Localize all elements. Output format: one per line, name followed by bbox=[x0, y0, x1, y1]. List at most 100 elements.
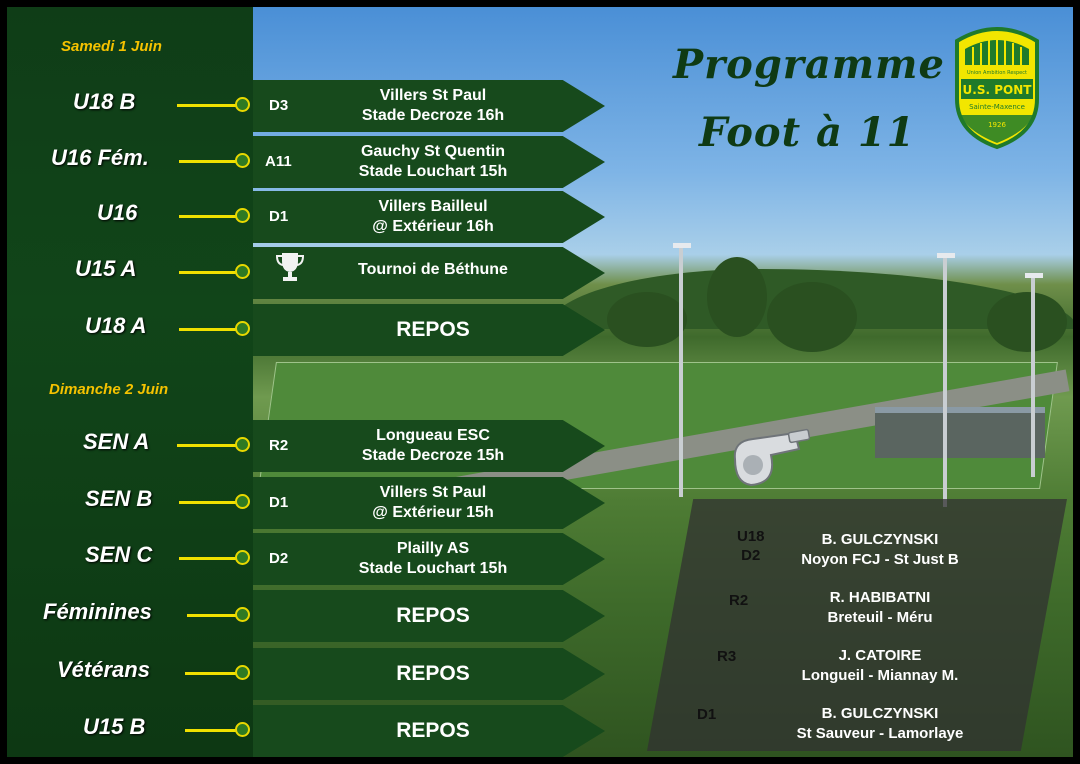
connector-line bbox=[177, 104, 239, 107]
division-label: R2 bbox=[269, 437, 289, 454]
division-label: D3 bbox=[269, 97, 289, 114]
background-tree bbox=[767, 282, 857, 352]
floodlight-pole bbox=[679, 247, 683, 497]
floodlight-head bbox=[937, 253, 955, 258]
connector-line bbox=[179, 160, 239, 163]
match-line-1: Tournoi de Béthune bbox=[358, 261, 508, 278]
referee-division: U18 D2 bbox=[737, 528, 765, 564]
floodlight-head bbox=[673, 243, 691, 248]
referee-match: Breteuil - Méru bbox=[827, 609, 933, 626]
match-banner bbox=[253, 477, 605, 529]
team-name: U18 A bbox=[85, 313, 147, 338]
connector-dot bbox=[235, 550, 250, 565]
rest-label: REPOS bbox=[396, 318, 470, 341]
match-banner bbox=[253, 247, 605, 299]
referee-name: J. CATOIRE bbox=[838, 647, 922, 664]
rest-label: REPOS bbox=[396, 662, 470, 685]
match-banner bbox=[253, 705, 605, 757]
match-line-1: Plailly AS bbox=[396, 540, 470, 557]
title-line-1: Programme bbox=[673, 41, 945, 88]
referee-match: Noyon FCJ - St Just B bbox=[801, 551, 959, 568]
connector-line bbox=[177, 444, 239, 447]
referee-match: Longueil - Miannay M. bbox=[801, 667, 959, 684]
day-header-sunday: Dimanche 2 Juin bbox=[49, 381, 169, 398]
match-banner bbox=[253, 136, 605, 188]
floodlight-pole bbox=[943, 257, 947, 507]
match-line-2: @ Extérieur 15h bbox=[372, 504, 494, 521]
connector-line bbox=[187, 614, 239, 617]
connector-line bbox=[179, 271, 239, 274]
team-name: U16 bbox=[97, 200, 138, 225]
connector-dot bbox=[235, 208, 250, 223]
division-label: D1 bbox=[269, 208, 289, 225]
background-tree bbox=[987, 292, 1067, 352]
division-label: D1 bbox=[269, 494, 289, 511]
team-name: SEN A bbox=[83, 429, 150, 454]
match-line-2: Stade Decroze 16h bbox=[361, 107, 505, 124]
team-name: Vétérans bbox=[57, 657, 150, 682]
svg-text:U.S. PONT: U.S. PONT bbox=[963, 83, 1033, 97]
schedule-panel bbox=[7, 7, 253, 757]
match-line-2: @ Extérieur 16h bbox=[372, 218, 494, 235]
team-name: U16 Fém. bbox=[51, 145, 149, 170]
division-label: D2 bbox=[269, 550, 289, 567]
connector-line bbox=[179, 215, 239, 218]
connector-dot bbox=[235, 607, 250, 622]
match-line-1: Villers St Paul bbox=[379, 87, 487, 104]
rest-label: REPOS bbox=[396, 604, 470, 627]
connector-dot bbox=[235, 494, 250, 509]
match-banner bbox=[253, 304, 605, 356]
connector-dot bbox=[235, 153, 250, 168]
team-name: U15 A bbox=[75, 256, 137, 281]
title-line-2: Foot à 11 bbox=[699, 109, 916, 156]
division-label: A11 bbox=[265, 153, 292, 170]
connector-line bbox=[185, 729, 239, 732]
floodlight-pole bbox=[1031, 277, 1035, 477]
referee-name: R. HABIBATNI bbox=[829, 589, 931, 606]
match-line-2: Stade Decroze 15h bbox=[361, 447, 505, 464]
trophy-icon bbox=[275, 253, 305, 281]
connector-dot bbox=[235, 665, 250, 680]
referee-name: B. GULCZYNSKI bbox=[821, 531, 939, 548]
day-header-saturday: Samedi 1 Juin bbox=[61, 38, 162, 55]
team-name: U18 B bbox=[73, 89, 136, 114]
connector-dot bbox=[235, 321, 250, 336]
team-name: U15 B bbox=[83, 714, 146, 739]
referee-name: B. GULCZYNSKI bbox=[821, 705, 939, 722]
referee-division: D1 bbox=[697, 706, 717, 723]
match-line-1: Villers Bailleul bbox=[378, 198, 488, 215]
match-banner bbox=[253, 590, 605, 642]
match-banner bbox=[253, 80, 605, 132]
svg-text:1926: 1926 bbox=[988, 121, 1006, 129]
referee-panel bbox=[647, 499, 1067, 751]
match-banner bbox=[253, 420, 605, 472]
floodlight-head bbox=[1025, 273, 1043, 278]
whistle-icon bbox=[733, 428, 811, 487]
team-name: Féminines bbox=[43, 599, 152, 624]
referee-division: R3 bbox=[717, 648, 737, 665]
connector-line bbox=[185, 672, 239, 675]
club-crest-logo: Union Ambition Respect U.S. PONT Sainte-… bbox=[955, 27, 1039, 150]
background-clubhouse bbox=[875, 407, 1045, 458]
connector-line bbox=[179, 557, 239, 560]
background-tree bbox=[607, 292, 687, 347]
match-line-2: Stade Louchart 15h bbox=[358, 560, 508, 577]
match-line-1: Longueau ESC bbox=[376, 427, 490, 444]
match-banner bbox=[253, 191, 605, 243]
match-line-1: Gauchy St Quentin bbox=[360, 143, 505, 160]
match-banner bbox=[253, 648, 605, 700]
svg-text:Union Ambition Respect: Union Ambition Respect bbox=[967, 70, 1027, 76]
team-name: SEN C bbox=[85, 542, 153, 567]
connector-dot bbox=[235, 437, 250, 452]
match-line-2: Stade Louchart 15h bbox=[358, 163, 508, 180]
match-banner bbox=[253, 533, 605, 585]
connector-dot bbox=[235, 264, 250, 279]
svg-text:Sainte-Maxence: Sainte-Maxence bbox=[969, 103, 1025, 111]
referee-division: R2 bbox=[729, 592, 749, 609]
rest-label: REPOS bbox=[396, 719, 470, 742]
poster: Programme Foot à 11 Union Ambition Respe… bbox=[7, 7, 1073, 757]
background-tree bbox=[707, 257, 767, 337]
team-name: SEN B bbox=[85, 486, 153, 511]
connector-dot bbox=[235, 722, 250, 737]
connector-line bbox=[179, 501, 239, 504]
